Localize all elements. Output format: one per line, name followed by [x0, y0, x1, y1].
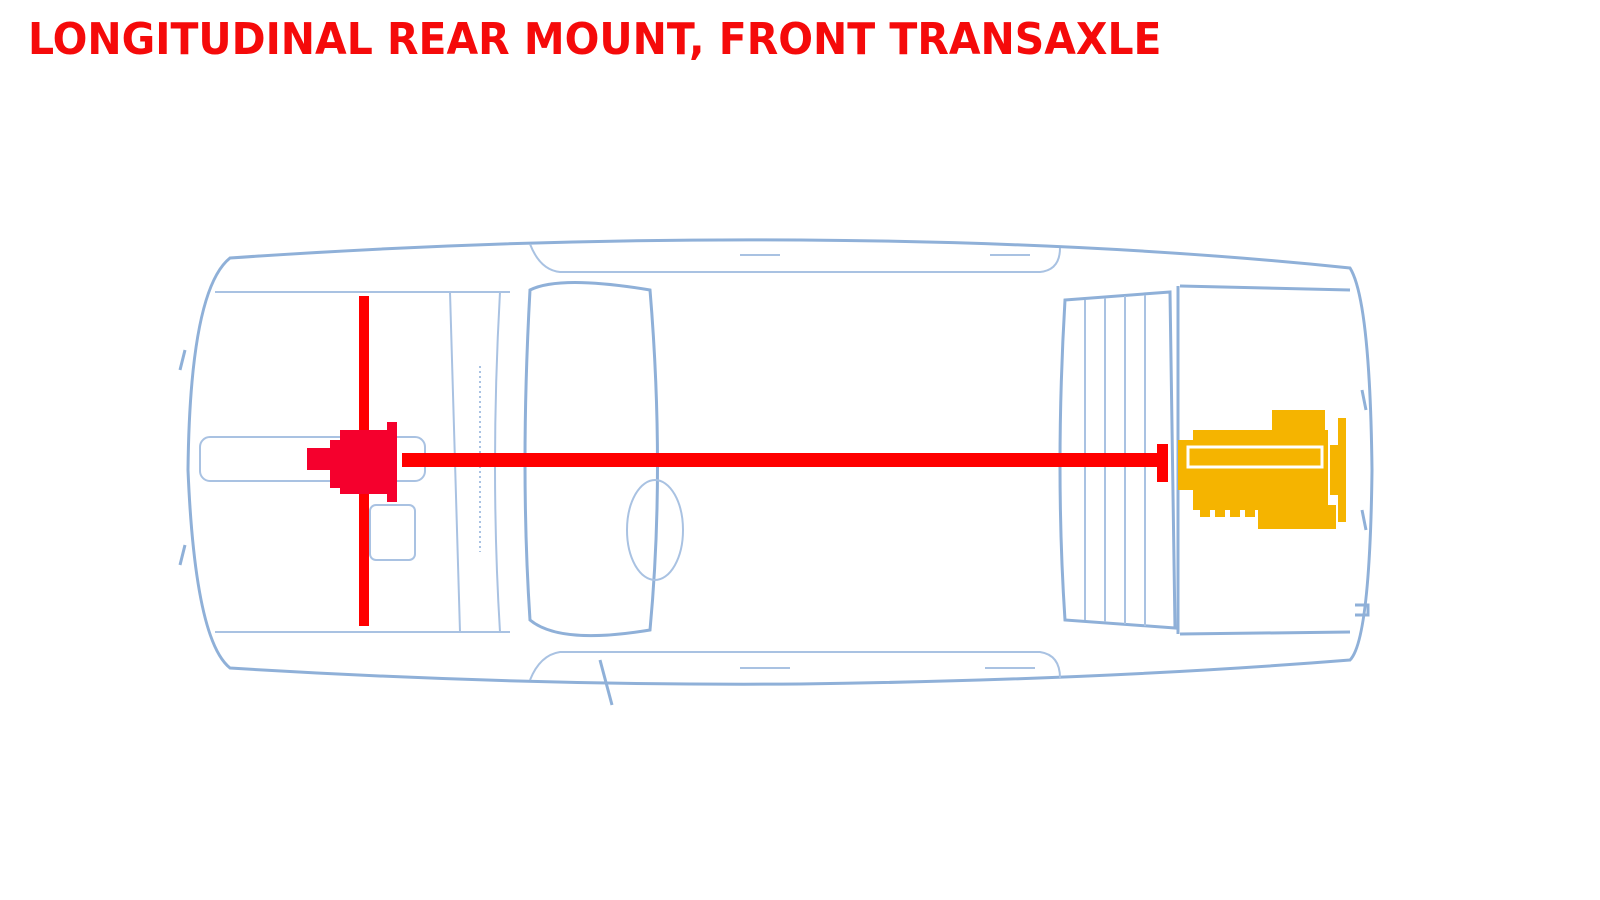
engine-icon: [1178, 410, 1346, 529]
page-title: LONGITUDINAL REAR MOUNT, FRONT TRANSAXLE: [28, 14, 1162, 65]
driveshaft: [402, 444, 1168, 482]
transaxle-icon: [307, 422, 397, 502]
